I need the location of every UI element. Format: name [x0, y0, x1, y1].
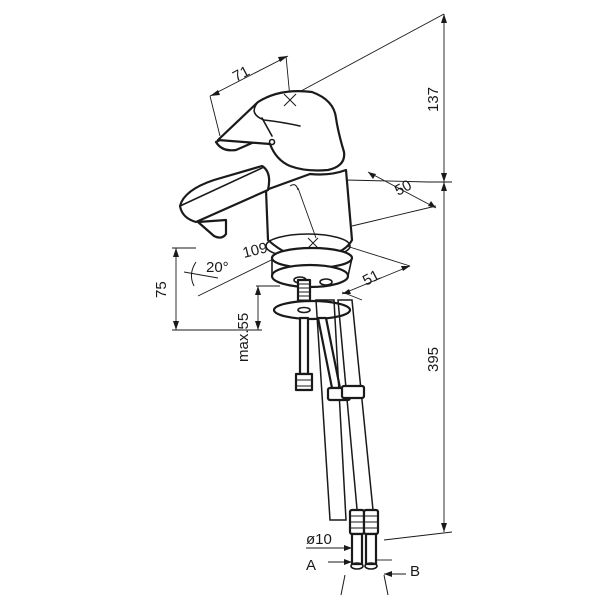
hose-length-label: 395 [425, 347, 442, 372]
counter-thickness-dimension [255, 285, 280, 330]
spout-height-label: 75 [153, 281, 170, 298]
mounting-stud [272, 278, 352, 392]
hose-diameter-dimension [306, 545, 406, 577]
handle-width-label: 71 [230, 63, 253, 86]
total-height-label: 137 [425, 87, 442, 112]
connection-b-label: B [410, 563, 420, 580]
swivel-angle-label: 20° [206, 259, 229, 276]
base-diameter-dimension [345, 171, 437, 227]
counter-thickness-label: max.55 [235, 313, 252, 362]
faucet-body [178, 90, 354, 260]
supply-hoses [315, 299, 389, 596]
base-diameter-label: 50 [392, 177, 415, 200]
connection-a-label: A [306, 557, 316, 574]
body-width-label: 51 [360, 267, 383, 290]
spout-reach-label: 109 [241, 239, 269, 262]
spout-height-dimension [172, 247, 262, 331]
base-gasket [270, 246, 354, 289]
height-dimension-lines [287, 13, 453, 541]
body-width-dimension [339, 243, 411, 301]
hose-diameter-label: ø10 [306, 531, 332, 548]
